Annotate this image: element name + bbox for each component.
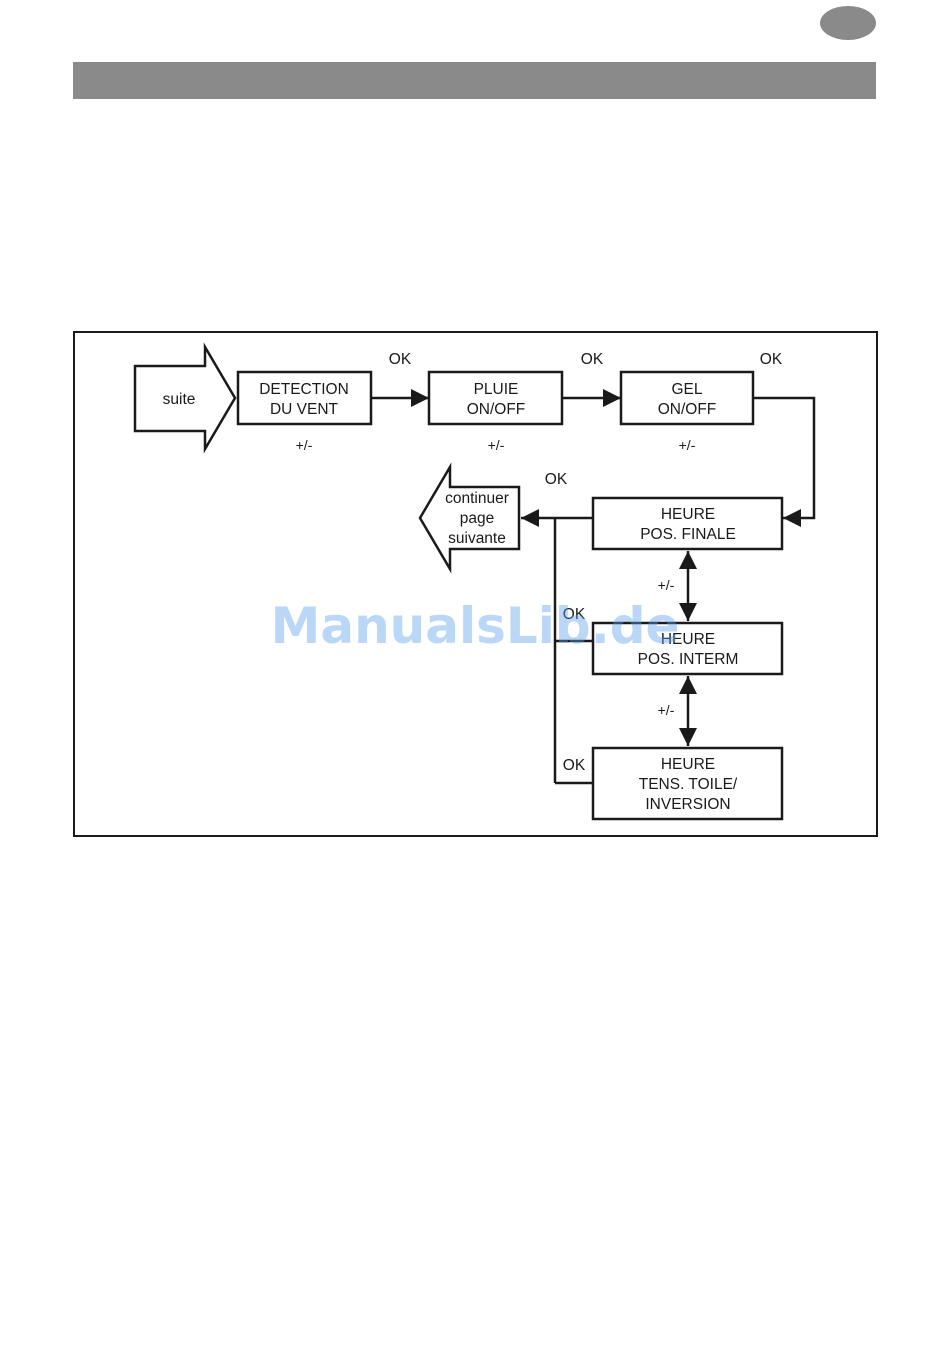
ok-label-tension: OK — [563, 757, 586, 774]
exit-arrow-line2: page — [460, 510, 494, 527]
plus-minus-label-interm: +/- — [658, 702, 675, 718]
box-detection-line1: DETECTION — [259, 381, 349, 398]
exit-arrow-line3: suivante — [448, 530, 506, 547]
box-heure-finale-line2: POS. FINALE — [640, 526, 736, 543]
ok-label-detection: OK — [389, 351, 412, 368]
ok-label-finale: OK — [545, 471, 568, 488]
box-heure-tension-line1: HEURE — [661, 756, 715, 773]
plus-minus-label-finale: +/- — [658, 577, 675, 593]
plus-minus-label-pluie: +/- — [488, 437, 505, 453]
plus-minus-label-detection: +/- — [296, 437, 313, 453]
box-gel-line1: GEL — [671, 381, 702, 398]
entry-arrow-label: suite — [163, 391, 196, 408]
box-heure-tension-line2: TENS. TOILE/ — [639, 776, 738, 793]
ok-label-gel: OK — [760, 351, 783, 368]
box-gel-line2: ON/OFF — [658, 401, 717, 418]
exit-arrow-line1: continuer — [445, 490, 509, 507]
box-heure-tension-line3: INVERSION — [645, 796, 730, 813]
box-detection-line2: DU VENT — [270, 401, 339, 418]
ok-label-pluie: OK — [581, 351, 604, 368]
box-pluie-line1: PLUIE — [474, 381, 519, 398]
plus-minus-label-gel: +/- — [679, 437, 696, 453]
watermark-text: ManualsLib.de — [271, 597, 680, 655]
box-heure-finale-line1: HEURE — [661, 506, 715, 523]
box-pluie-line2: ON/OFF — [467, 401, 526, 418]
